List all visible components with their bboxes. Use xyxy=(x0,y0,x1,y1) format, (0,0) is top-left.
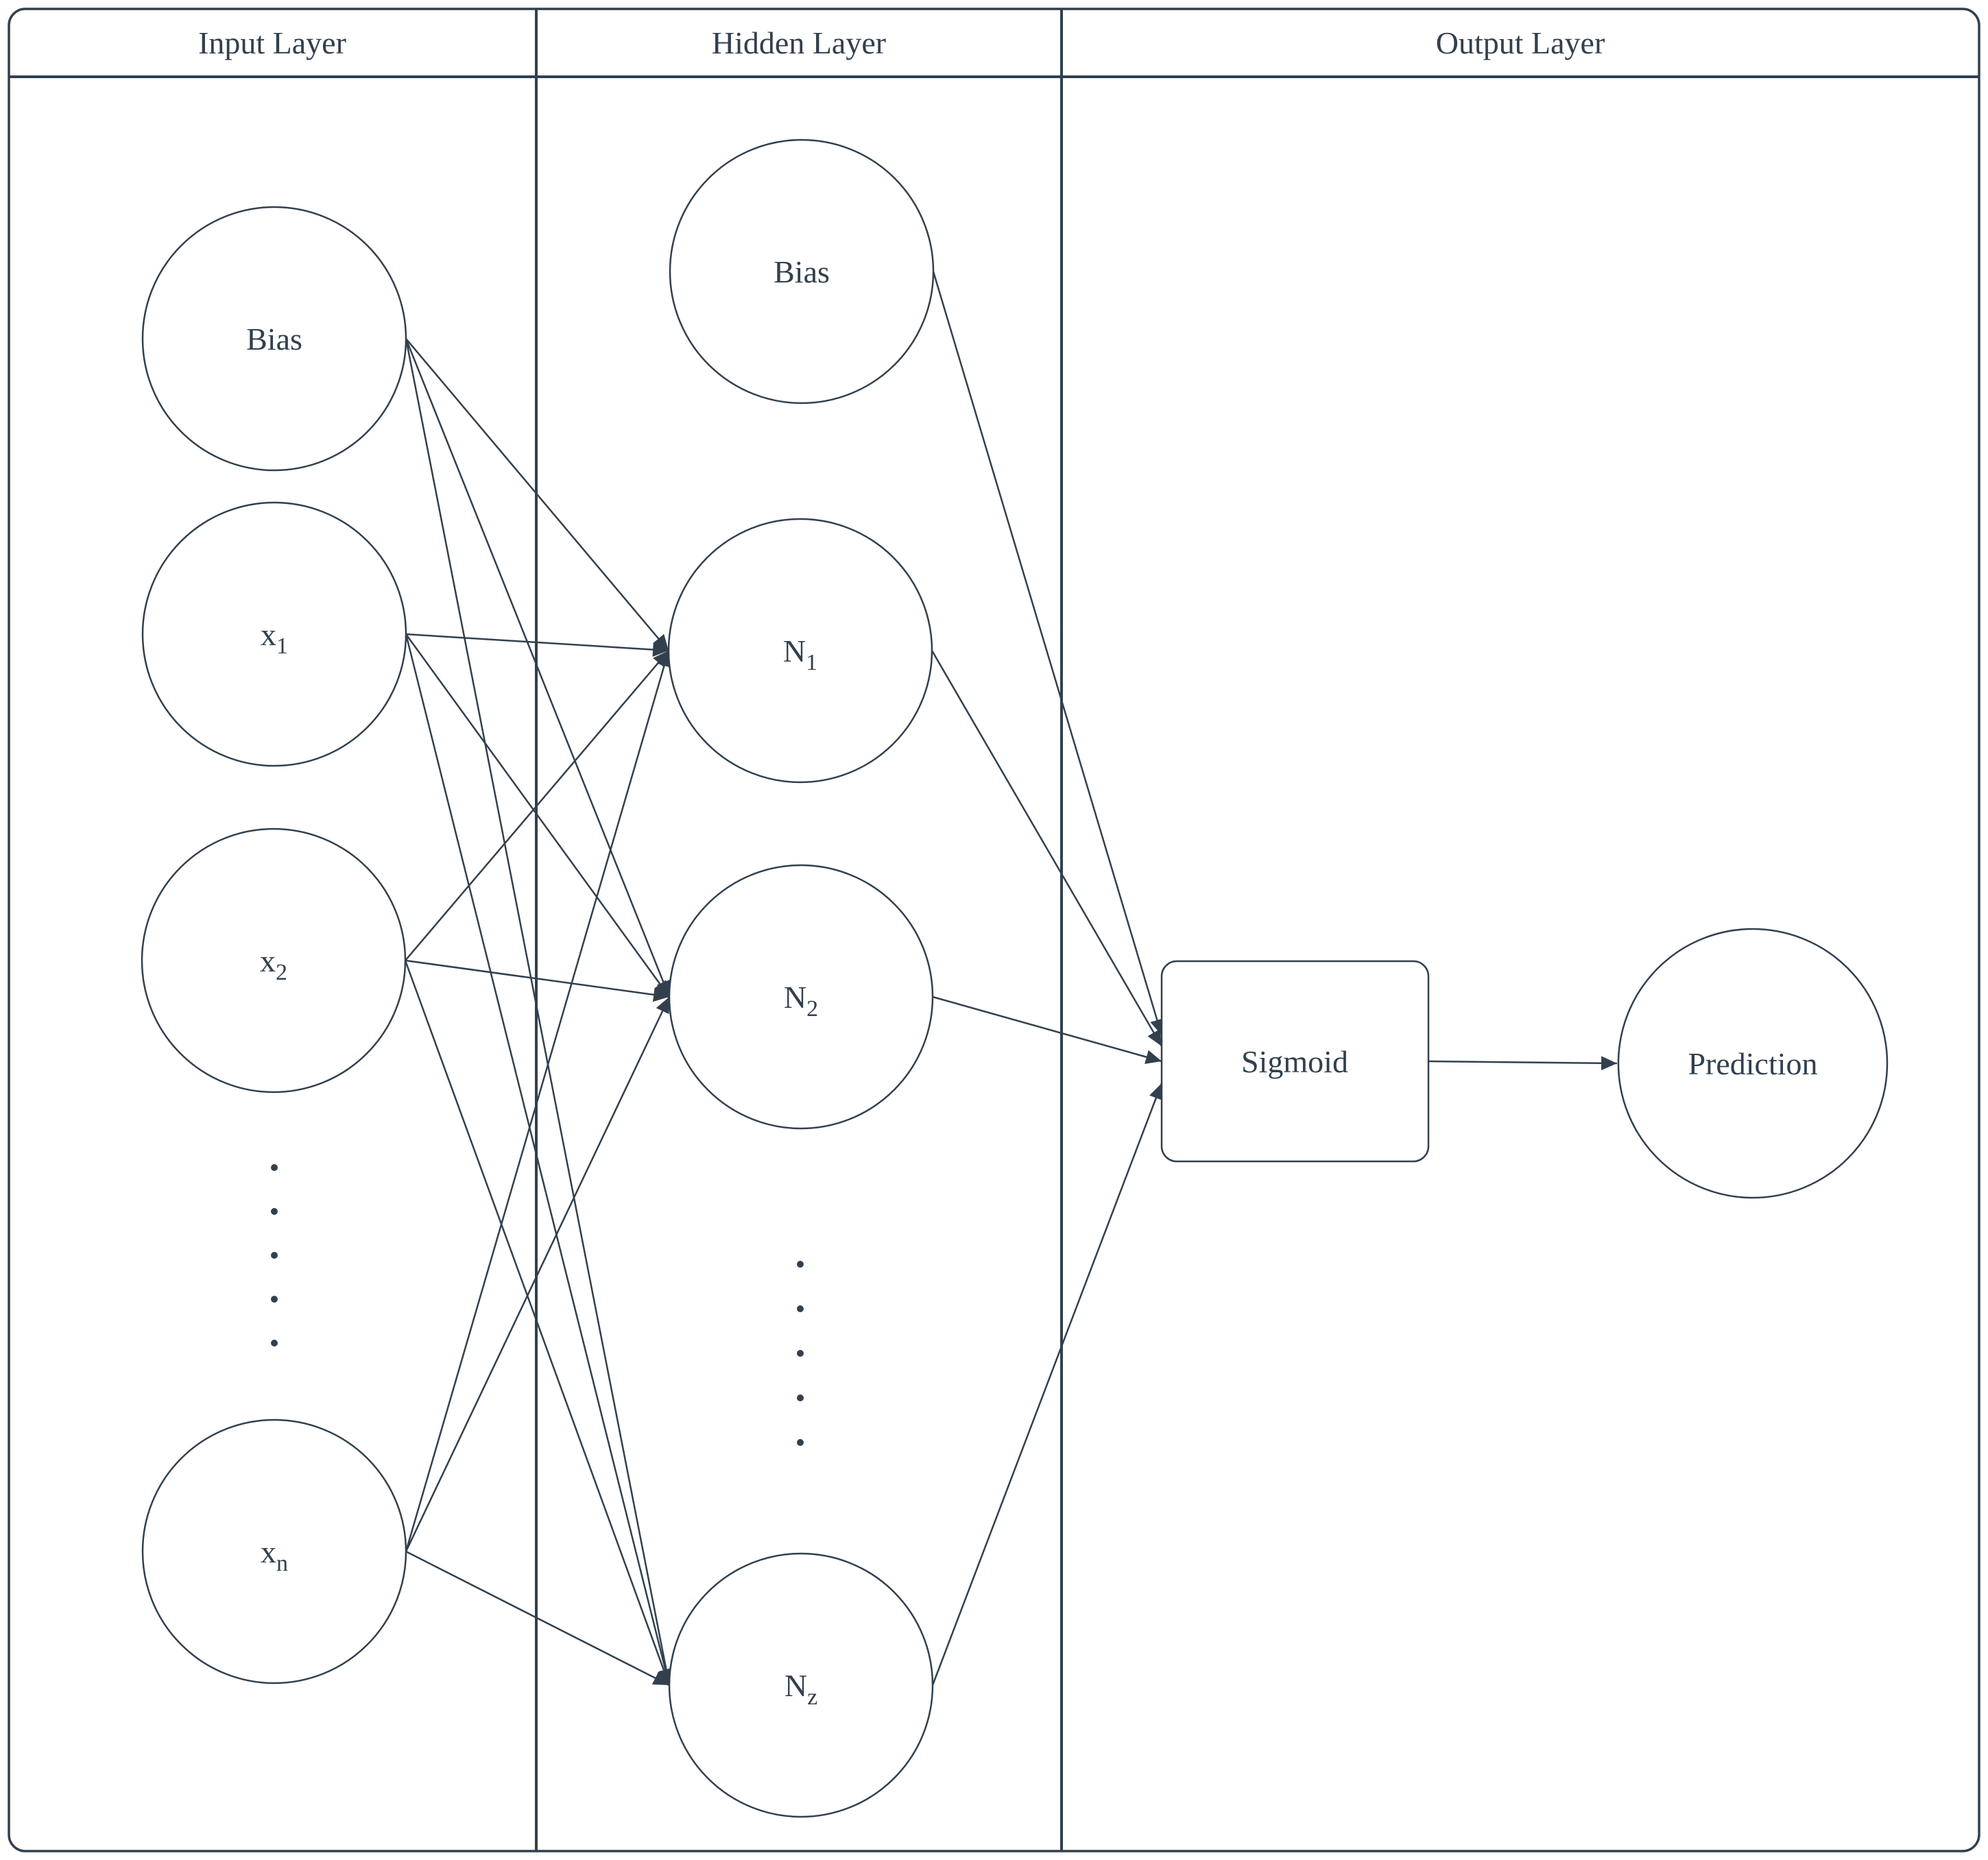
node-hidden-bias: Bias xyxy=(669,138,935,404)
xn-label: xn xyxy=(261,1534,288,1576)
frame: Input Layer Hidden Layer Output Layer xyxy=(8,8,1980,1852)
ellipsis-dots-hidden xyxy=(797,1261,804,1446)
sigmoid-box xyxy=(1160,960,1430,1163)
edge-sigmoid-prediction xyxy=(1428,1056,1618,1071)
x1-label: x1 xyxy=(261,617,288,659)
edge-x1-n2 xyxy=(405,633,671,998)
edge-nz-sigmoid xyxy=(931,1083,1163,1686)
node-n1: N1 xyxy=(667,518,933,784)
edges-hidden-to-output xyxy=(931,271,1618,1686)
edge-x1-n1 xyxy=(405,633,669,657)
edge-x1-nz xyxy=(405,633,673,1686)
edge-input-bias-n1 xyxy=(405,338,669,651)
column-header-output: Output Layer xyxy=(1436,25,1605,60)
xn-circle xyxy=(141,1418,407,1684)
column-header-input: Input Layer xyxy=(198,25,346,60)
n2-label: N2 xyxy=(784,980,818,1022)
edge-xn-n2 xyxy=(405,996,671,1552)
edge-input-bias-n2 xyxy=(405,338,671,998)
x1-circle xyxy=(141,501,407,767)
node-sigmoid: Sigmoid xyxy=(1160,960,1430,1163)
node-nz: Nz xyxy=(668,1552,934,1818)
edge-n1-sigmoid xyxy=(931,650,1163,1047)
nz-label: Nz xyxy=(785,1668,817,1710)
input-bias-circle xyxy=(141,206,407,472)
edge-x2-n1 xyxy=(405,650,669,961)
node-xn: xn xyxy=(141,1418,407,1684)
node-x2: x2 xyxy=(141,828,407,1094)
edges-input-to-hidden xyxy=(404,338,673,1687)
n1-label: N1 xyxy=(783,633,817,675)
edge-xn-n1 xyxy=(405,650,671,1552)
prediction-circle xyxy=(1617,928,1889,1199)
node-prediction: Prediction xyxy=(1617,928,1889,1199)
edge-x2-nz xyxy=(404,960,671,1686)
node-n2: N2 xyxy=(668,864,934,1130)
edge-xn-nz xyxy=(405,1550,670,1687)
node-input-bias: Bias xyxy=(141,206,407,472)
n1-circle xyxy=(667,518,933,784)
input-bias-label: Bias xyxy=(246,322,302,357)
x2-circle xyxy=(141,828,407,1094)
prediction-label: Prediction xyxy=(1688,1046,1817,1081)
hidden-bias-label: Bias xyxy=(774,254,830,289)
n2-circle xyxy=(668,864,934,1130)
sigmoid-label: Sigmoid xyxy=(1241,1044,1348,1079)
edge-n2-sigmoid xyxy=(932,995,1162,1064)
ellipsis-dots-input xyxy=(271,1164,278,1346)
edge-input-bias-nz xyxy=(405,338,673,1686)
outer-border xyxy=(8,8,1980,1852)
x2-label: x2 xyxy=(260,943,287,985)
node-x1: x1 xyxy=(141,501,407,767)
nz-circle xyxy=(668,1552,934,1818)
edge-hidden-bias-sigmoid xyxy=(932,271,1164,1036)
edge-x2-n2 xyxy=(405,959,670,1002)
hidden-bias-circle xyxy=(669,138,935,404)
column-header-hidden: Hidden Layer xyxy=(712,25,886,60)
